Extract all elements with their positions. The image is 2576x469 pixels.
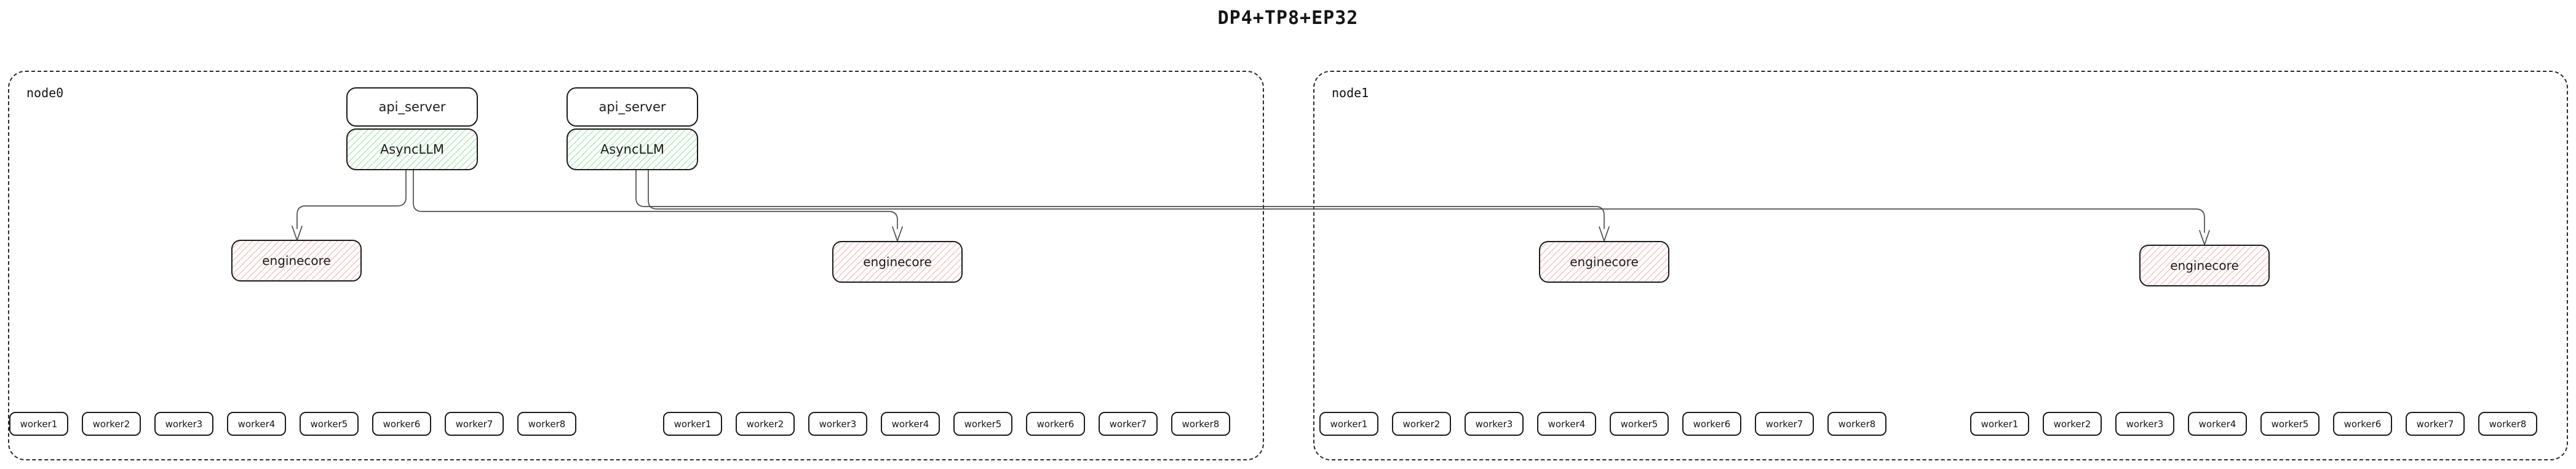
enginecore-label-1: enginecore [262, 253, 331, 268]
worker-box: worker3 [808, 412, 867, 436]
worker-group-1: worker1 worker2 worker3 worker4 worker5 … [9, 412, 576, 436]
api-server-label-2: api_server [598, 100, 666, 114]
worker-box: worker1 [1970, 412, 2029, 436]
worker-box: worker2 [2043, 412, 2102, 436]
worker-box: worker8 [1171, 412, 1230, 436]
worker-box: worker4 [1537, 412, 1596, 436]
worker-group-3: worker1 worker2 worker3 worker4 worker5 … [1319, 412, 1886, 436]
asyncllm-box-2: AsyncLLM [566, 128, 698, 170]
worker-group-4: worker1 worker2 worker3 worker4 worker5 … [1970, 412, 2537, 436]
worker-box: worker2 [82, 412, 141, 436]
worker-box: worker5 [2260, 412, 2320, 436]
worker-box: worker8 [2478, 412, 2537, 436]
worker-box: worker7 [2406, 412, 2465, 436]
worker-box: worker2 [1392, 412, 1451, 436]
enginecore-label-3: enginecore [1570, 254, 1639, 269]
worker-box: worker5 [1610, 412, 1669, 436]
worker-box: worker5 [953, 412, 1012, 436]
worker-box: worker7 [1099, 412, 1158, 436]
node0-container: node0 [8, 71, 1264, 460]
worker-box: worker4 [881, 412, 940, 436]
worker-box: worker6 [1026, 412, 1085, 436]
worker-box: worker1 [9, 412, 68, 436]
worker-box: worker6 [2333, 412, 2392, 436]
api-server-box-1: api_server [346, 87, 478, 127]
worker-box: worker4 [227, 412, 286, 436]
node1-container: node1 [1313, 71, 2568, 460]
api-server-box-2: api_server [566, 87, 698, 127]
asyncllm-label-1: AsyncLLM [380, 142, 445, 157]
api-server-label-1: api_server [378, 100, 446, 114]
worker-box: worker4 [2188, 412, 2247, 436]
worker-box: worker2 [736, 412, 795, 436]
worker-box: worker3 [154, 412, 213, 436]
diagram-title: DP4+TP8+EP32 [1217, 7, 1359, 29]
worker-box: worker6 [372, 412, 431, 436]
worker-box: worker8 [1827, 412, 1886, 436]
worker-box: worker6 [1682, 412, 1741, 436]
worker-box: worker3 [2115, 412, 2174, 436]
enginecore-label-4: enginecore [2170, 258, 2239, 273]
enginecore-label-2: enginecore [863, 254, 932, 269]
node1-label: node1 [1332, 85, 1369, 100]
asyncllm-label-2: AsyncLLM [600, 142, 665, 157]
asyncllm-box-1: AsyncLLM [346, 128, 478, 170]
worker-box: worker1 [663, 412, 722, 436]
node0-label: node0 [26, 85, 64, 100]
worker-box: worker8 [517, 412, 576, 436]
worker-box: worker1 [1319, 412, 1378, 436]
enginecore-box-3: enginecore [1539, 241, 1669, 283]
worker-group-2: worker1 worker2 worker3 worker4 worker5 … [663, 412, 1230, 436]
enginecore-box-4: enginecore [2139, 245, 2270, 286]
worker-box: worker5 [300, 412, 359, 436]
enginecore-box-2: enginecore [832, 241, 963, 283]
worker-box: worker7 [1755, 412, 1814, 436]
worker-box: worker7 [445, 412, 504, 436]
worker-box: worker3 [1465, 412, 1524, 436]
enginecore-box-1: enginecore [231, 240, 362, 282]
